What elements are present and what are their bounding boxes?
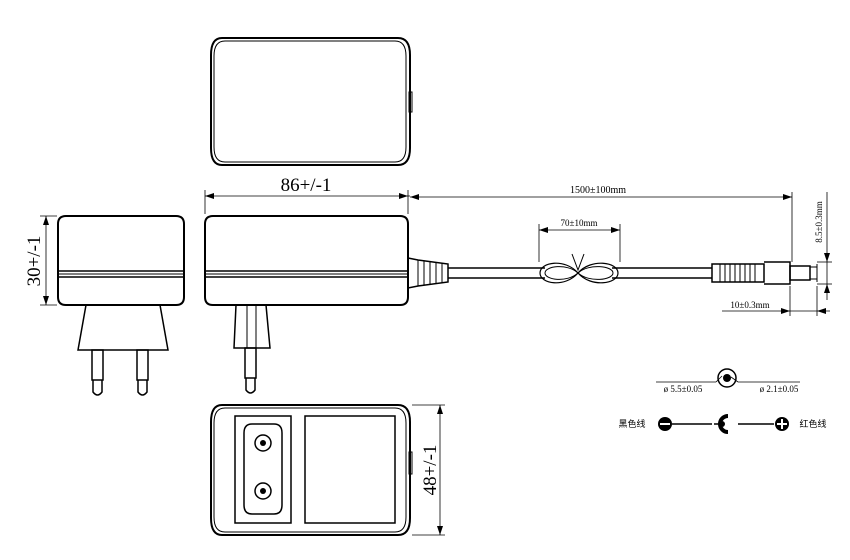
front-view — [204, 190, 832, 394]
outer-diameter-label: ø 5.5±0.05 — [664, 384, 703, 394]
top-view — [210, 37, 413, 166]
plug-length-label: 10±0.3mm — [730, 300, 769, 310]
plug-diameter-label: 8.5±0.3mm — [814, 201, 824, 242]
bottom-view — [210, 404, 445, 536]
side-view — [40, 215, 185, 396]
height-dimension-label: 30+/-1 — [24, 236, 45, 287]
inner-diameter-label: ø 2.1±0.05 — [760, 384, 799, 394]
red-wire-label: 红色线 — [799, 418, 826, 429]
connector-detail — [656, 368, 800, 388]
cable-length-label: 1500±100mm — [570, 185, 626, 196]
width-dimension-label: 86+/-1 — [281, 175, 332, 196]
depth-dimension-label: 48+/-1 — [420, 445, 441, 496]
connector-face-inner — [723, 374, 731, 382]
black-wire-label: 黑色线 — [618, 418, 645, 429]
connector-face-outer — [717, 368, 737, 388]
polarity-diagram — [658, 414, 789, 434]
tie-length-label: 70±10mm — [561, 218, 598, 228]
